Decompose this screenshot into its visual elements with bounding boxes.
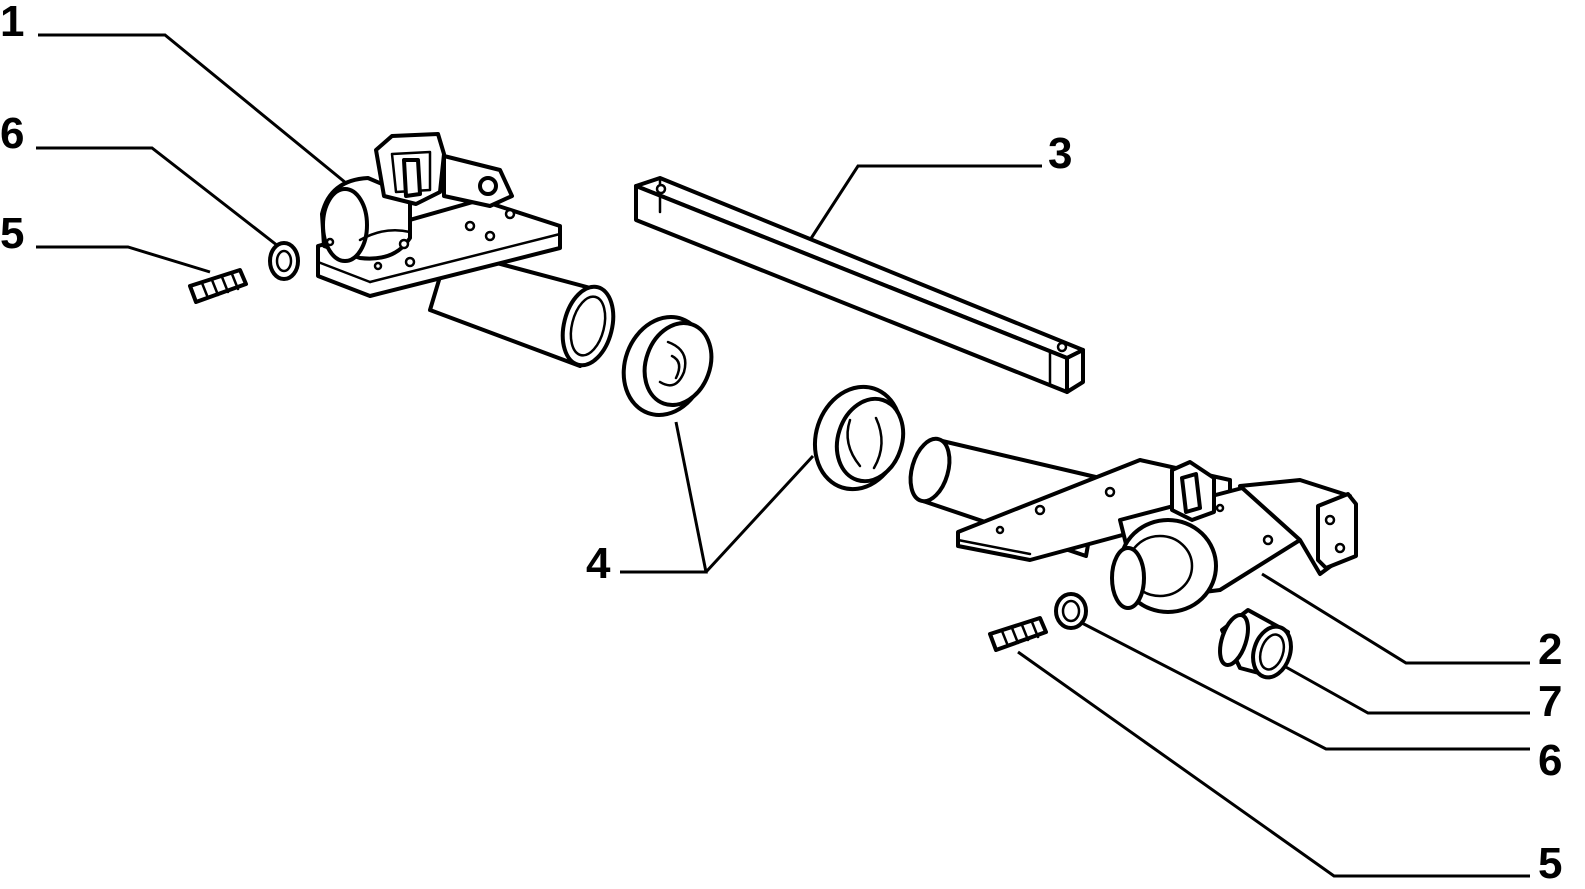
small-bushing-part-7 bbox=[1218, 608, 1293, 680]
callout-6-right: 6 bbox=[1538, 736, 1562, 785]
callout-7: 7 bbox=[1538, 677, 1562, 726]
callout-1: 1 bbox=[0, 0, 24, 46]
callout-2: 2 bbox=[1538, 625, 1562, 674]
leader-lines bbox=[36, 33, 1530, 878]
torsion-bar-part-3 bbox=[634, 176, 1085, 394]
leader-5-right bbox=[1017, 650, 1530, 878]
leader-1 bbox=[38, 33, 347, 185]
leader-5-left bbox=[36, 245, 211, 274]
right-trailing-arm-part-2 bbox=[908, 436, 1358, 614]
leader-3 bbox=[808, 164, 1042, 241]
bushing-right-part-4 bbox=[812, 384, 906, 492]
leader-6-left bbox=[36, 146, 279, 248]
left-trailing-arm-part-1 bbox=[316, 132, 616, 368]
bushing-left-part-4 bbox=[621, 315, 714, 417]
leader-4-a bbox=[620, 421, 708, 574]
stud-left-part-5 bbox=[188, 268, 248, 304]
stud-right-part-5 bbox=[988, 616, 1048, 652]
nut-left-part-6 bbox=[268, 241, 300, 281]
leader-4-b bbox=[704, 454, 815, 574]
leader-7 bbox=[1283, 664, 1530, 715]
callout-4: 4 bbox=[586, 539, 611, 588]
callout-6-left: 6 bbox=[0, 109, 24, 158]
leader-6-right bbox=[1079, 620, 1530, 751]
callout-5-right: 5 bbox=[1538, 839, 1562, 888]
callout-5-left: 5 bbox=[0, 209, 24, 258]
nut-right-part-6 bbox=[1054, 592, 1088, 630]
callout-3: 3 bbox=[1048, 129, 1072, 178]
leader-2 bbox=[1261, 572, 1530, 665]
